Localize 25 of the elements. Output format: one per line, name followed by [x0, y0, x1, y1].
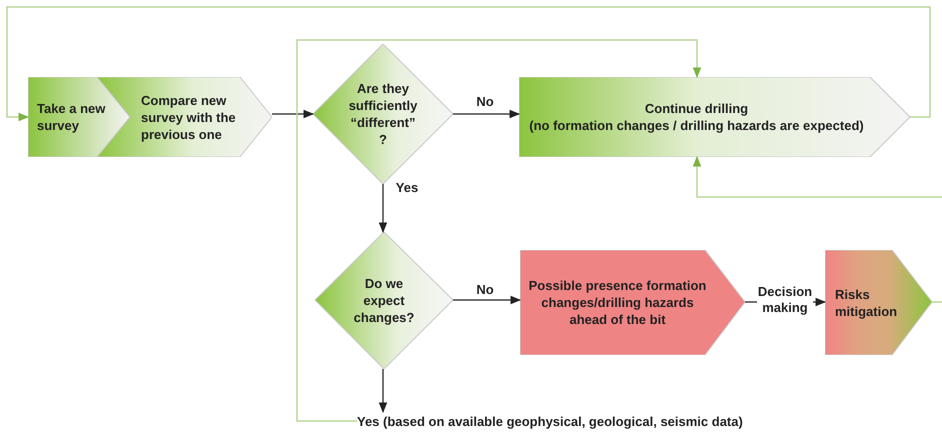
node-text: Do we expect changes? — [352, 275, 416, 326]
node-text: Continue drilling — [644, 100, 750, 117]
decision-diamond — [313, 44, 453, 184]
decision-diamond — [315, 232, 453, 369]
arrow — [6, 6, 931, 122]
connector-line — [932, 301, 942, 303]
node-text: Compare new survey with the previous one — [141, 92, 237, 142]
arrow — [296, 39, 702, 422]
yes-note: Yes (based on available geophysical, geological, seismic data) — [357, 412, 743, 432]
node-text: Are they sufficiently “different” ? — [348, 80, 418, 148]
process-chevron — [825, 250, 932, 355]
node-text: Take a new survey — [37, 100, 106, 134]
arrow — [378, 369, 388, 414]
node-text: Risks mitigation — [835, 286, 898, 320]
arrow — [272, 110, 314, 118]
arrow — [378, 184, 388, 234]
node-text: (no formation changes / drilling hazards are expected) — [528, 117, 865, 134]
edge-label: Decision making — [757, 284, 813, 316]
arrow — [453, 296, 522, 304]
arrow — [453, 110, 520, 118]
process-chevron — [28, 77, 130, 157]
arrow — [692, 156, 942, 198]
process-chevron — [520, 250, 745, 355]
process-chevron — [519, 77, 910, 157]
node-text: Possible presence formation changes/drilling hazards ahead of the bit — [528, 277, 708, 328]
